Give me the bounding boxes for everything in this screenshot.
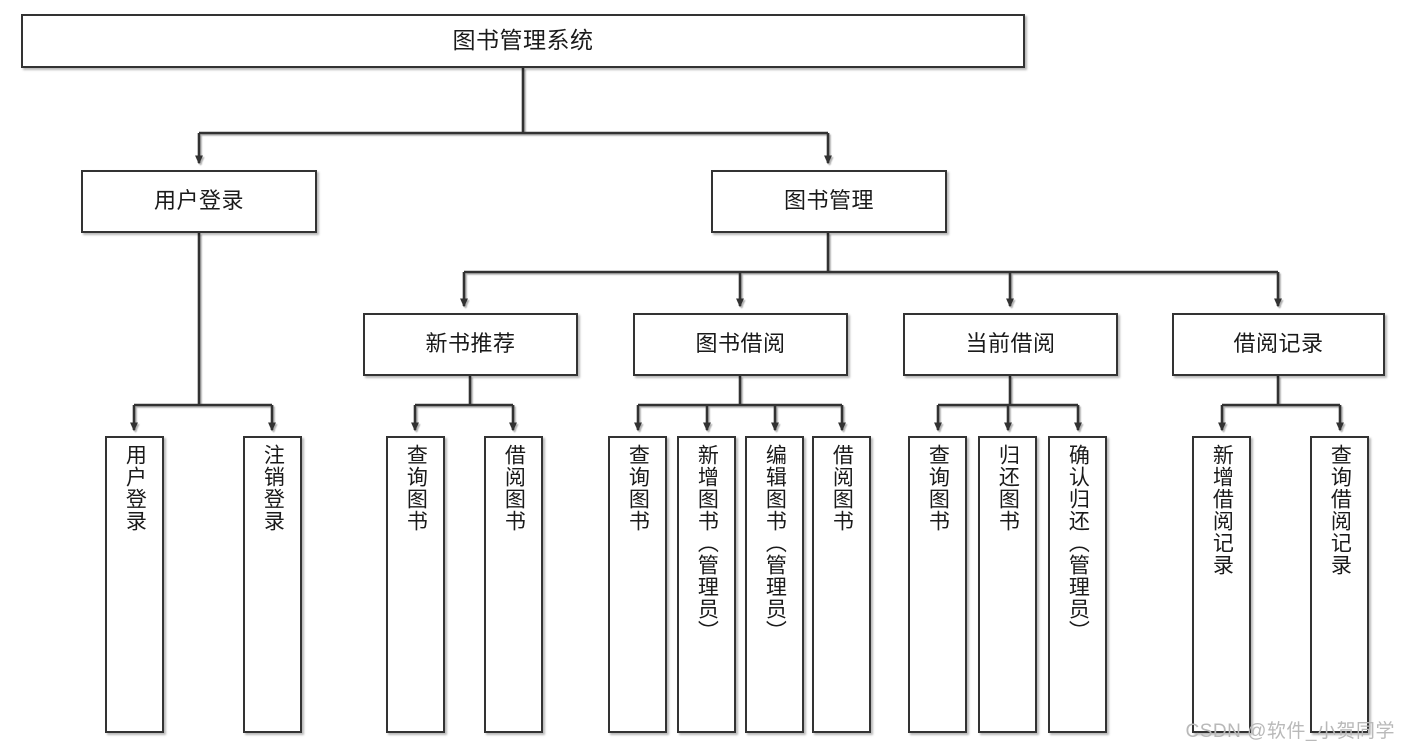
node-user-login-label: 用户登录: [153, 188, 244, 214]
node-leaf-borrow-book-1[interactable]: 借阅图书: [484, 436, 543, 733]
node-current-borrow-label: 当前借阅: [965, 331, 1056, 357]
node-root-label: 图书管理系统: [452, 27, 594, 54]
node-book-borrow[interactable]: 图书借阅: [633, 313, 848, 376]
node-leaf-query-book-2-label: 查询图书: [626, 444, 650, 532]
node-leaf-logout-label: 注销登录: [261, 444, 285, 532]
node-leaf-borrow-book-1-label: 借阅图书: [502, 444, 526, 532]
node-leaf-query-book-1-label: 查询图书: [404, 444, 428, 532]
node-leaf-add-record[interactable]: 新增借阅记录: [1192, 436, 1251, 733]
node-leaf-edit-book-label: 编辑图书（管理员）: [763, 444, 787, 642]
node-leaf-confirm-return-label: 确认归还（管理员）: [1066, 444, 1090, 642]
node-leaf-query-book-2[interactable]: 查询图书: [608, 436, 667, 733]
node-new-book-recommend[interactable]: 新书推荐: [363, 313, 578, 376]
node-leaf-query-record-label: 查询借阅记录: [1328, 444, 1352, 576]
node-leaf-query-book-3-label: 查询图书: [926, 444, 950, 532]
node-leaf-add-book[interactable]: 新增图书（管理员）: [677, 436, 736, 733]
node-leaf-edit-book[interactable]: 编辑图书（管理员）: [745, 436, 804, 733]
node-leaf-query-record[interactable]: 查询借阅记录: [1310, 436, 1369, 733]
node-leaf-logout[interactable]: 注销登录: [243, 436, 302, 733]
node-leaf-query-book-3[interactable]: 查询图书: [908, 436, 967, 733]
node-leaf-query-book-1[interactable]: 查询图书: [386, 436, 445, 733]
node-leaf-add-book-label: 新增图书（管理员）: [695, 444, 719, 642]
node-current-borrow[interactable]: 当前借阅: [903, 313, 1118, 376]
node-leaf-borrow-book-2[interactable]: 借阅图书: [812, 436, 871, 733]
node-leaf-return-book[interactable]: 归还图书: [978, 436, 1037, 733]
node-leaf-borrow-book-2-label: 借阅图书: [830, 444, 854, 532]
node-leaf-user-login[interactable]: 用户登录: [105, 436, 164, 733]
node-leaf-add-record-label: 新增借阅记录: [1210, 444, 1234, 576]
node-book-manage[interactable]: 图书管理: [711, 170, 947, 233]
node-book-borrow-label: 图书借阅: [695, 331, 786, 357]
node-leaf-return-book-label: 归还图书: [996, 444, 1020, 532]
node-user-login[interactable]: 用户登录: [81, 170, 317, 233]
node-leaf-confirm-return[interactable]: 确认归还（管理员）: [1048, 436, 1107, 733]
node-new-book-recommend-label: 新书推荐: [425, 331, 516, 357]
node-leaf-user-login-label: 用户登录: [123, 444, 147, 532]
node-borrow-record[interactable]: 借阅记录: [1172, 313, 1385, 376]
node-root[interactable]: 图书管理系统: [21, 14, 1025, 68]
node-borrow-record-label: 借阅记录: [1233, 331, 1324, 357]
node-book-manage-label: 图书管理: [783, 188, 874, 214]
